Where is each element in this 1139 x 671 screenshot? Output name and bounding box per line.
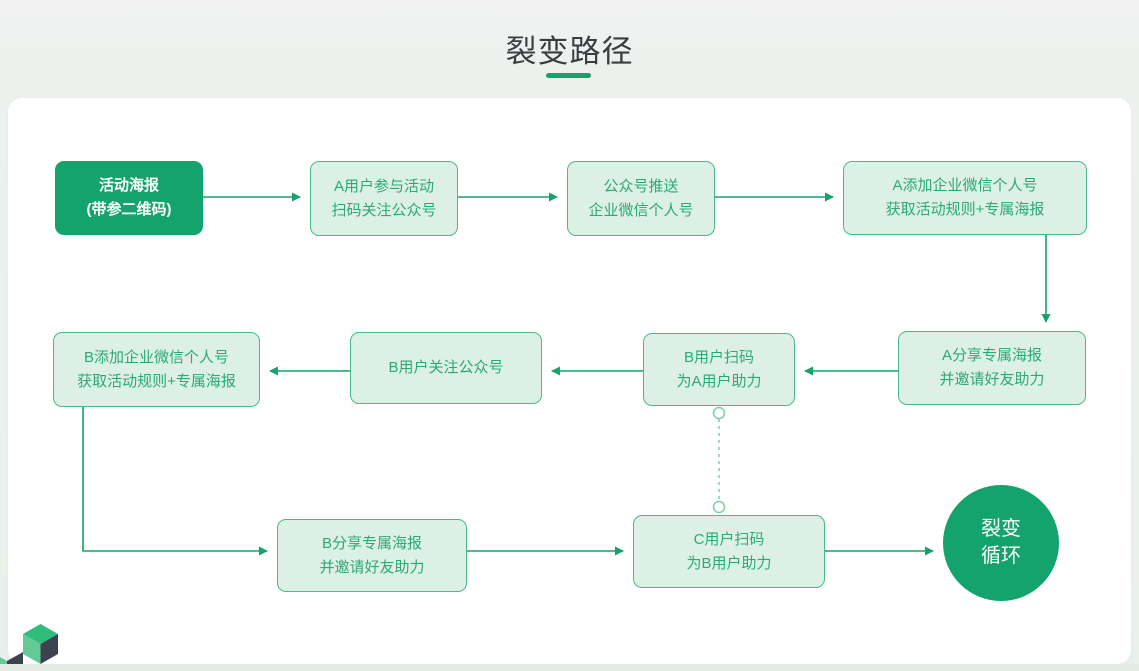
flow-node-c-scan: C用户扫码 为B用户助力 [633,515,825,588]
flow-node-b-share: B分享专属海报 并邀请好友助力 [277,519,467,592]
page-title: 裂变路径 [505,34,634,69]
flow-node-a-add: A添加企业微信个人号 获取活动规则+专属海报 [843,161,1087,235]
flow-node-b-add: B添加企业微信个人号 获取活动规则+专属海报 [53,332,260,407]
logo-big-cube [23,624,58,664]
title-underline [546,73,591,78]
flow-node-b-scan: B用户扫码 为A用户助力 [643,333,795,406]
flow-node-a-join: A用户参与活动 扫码关注公众号 [310,161,458,236]
flow-node-loop: 裂变 循环 [943,485,1059,601]
flow-node-push: 公众号推送 企业微信个人号 [567,161,715,236]
flow-node-b-follow: B用户关注公众号 [350,332,542,404]
flow-node-poster: 活动海报 (带参二维码) [55,161,203,235]
bottom-divider [0,664,1139,671]
logo-cubes-icon [0,624,58,671]
flow-node-a-share: A分享专属海报 并邀请好友助力 [898,331,1086,405]
